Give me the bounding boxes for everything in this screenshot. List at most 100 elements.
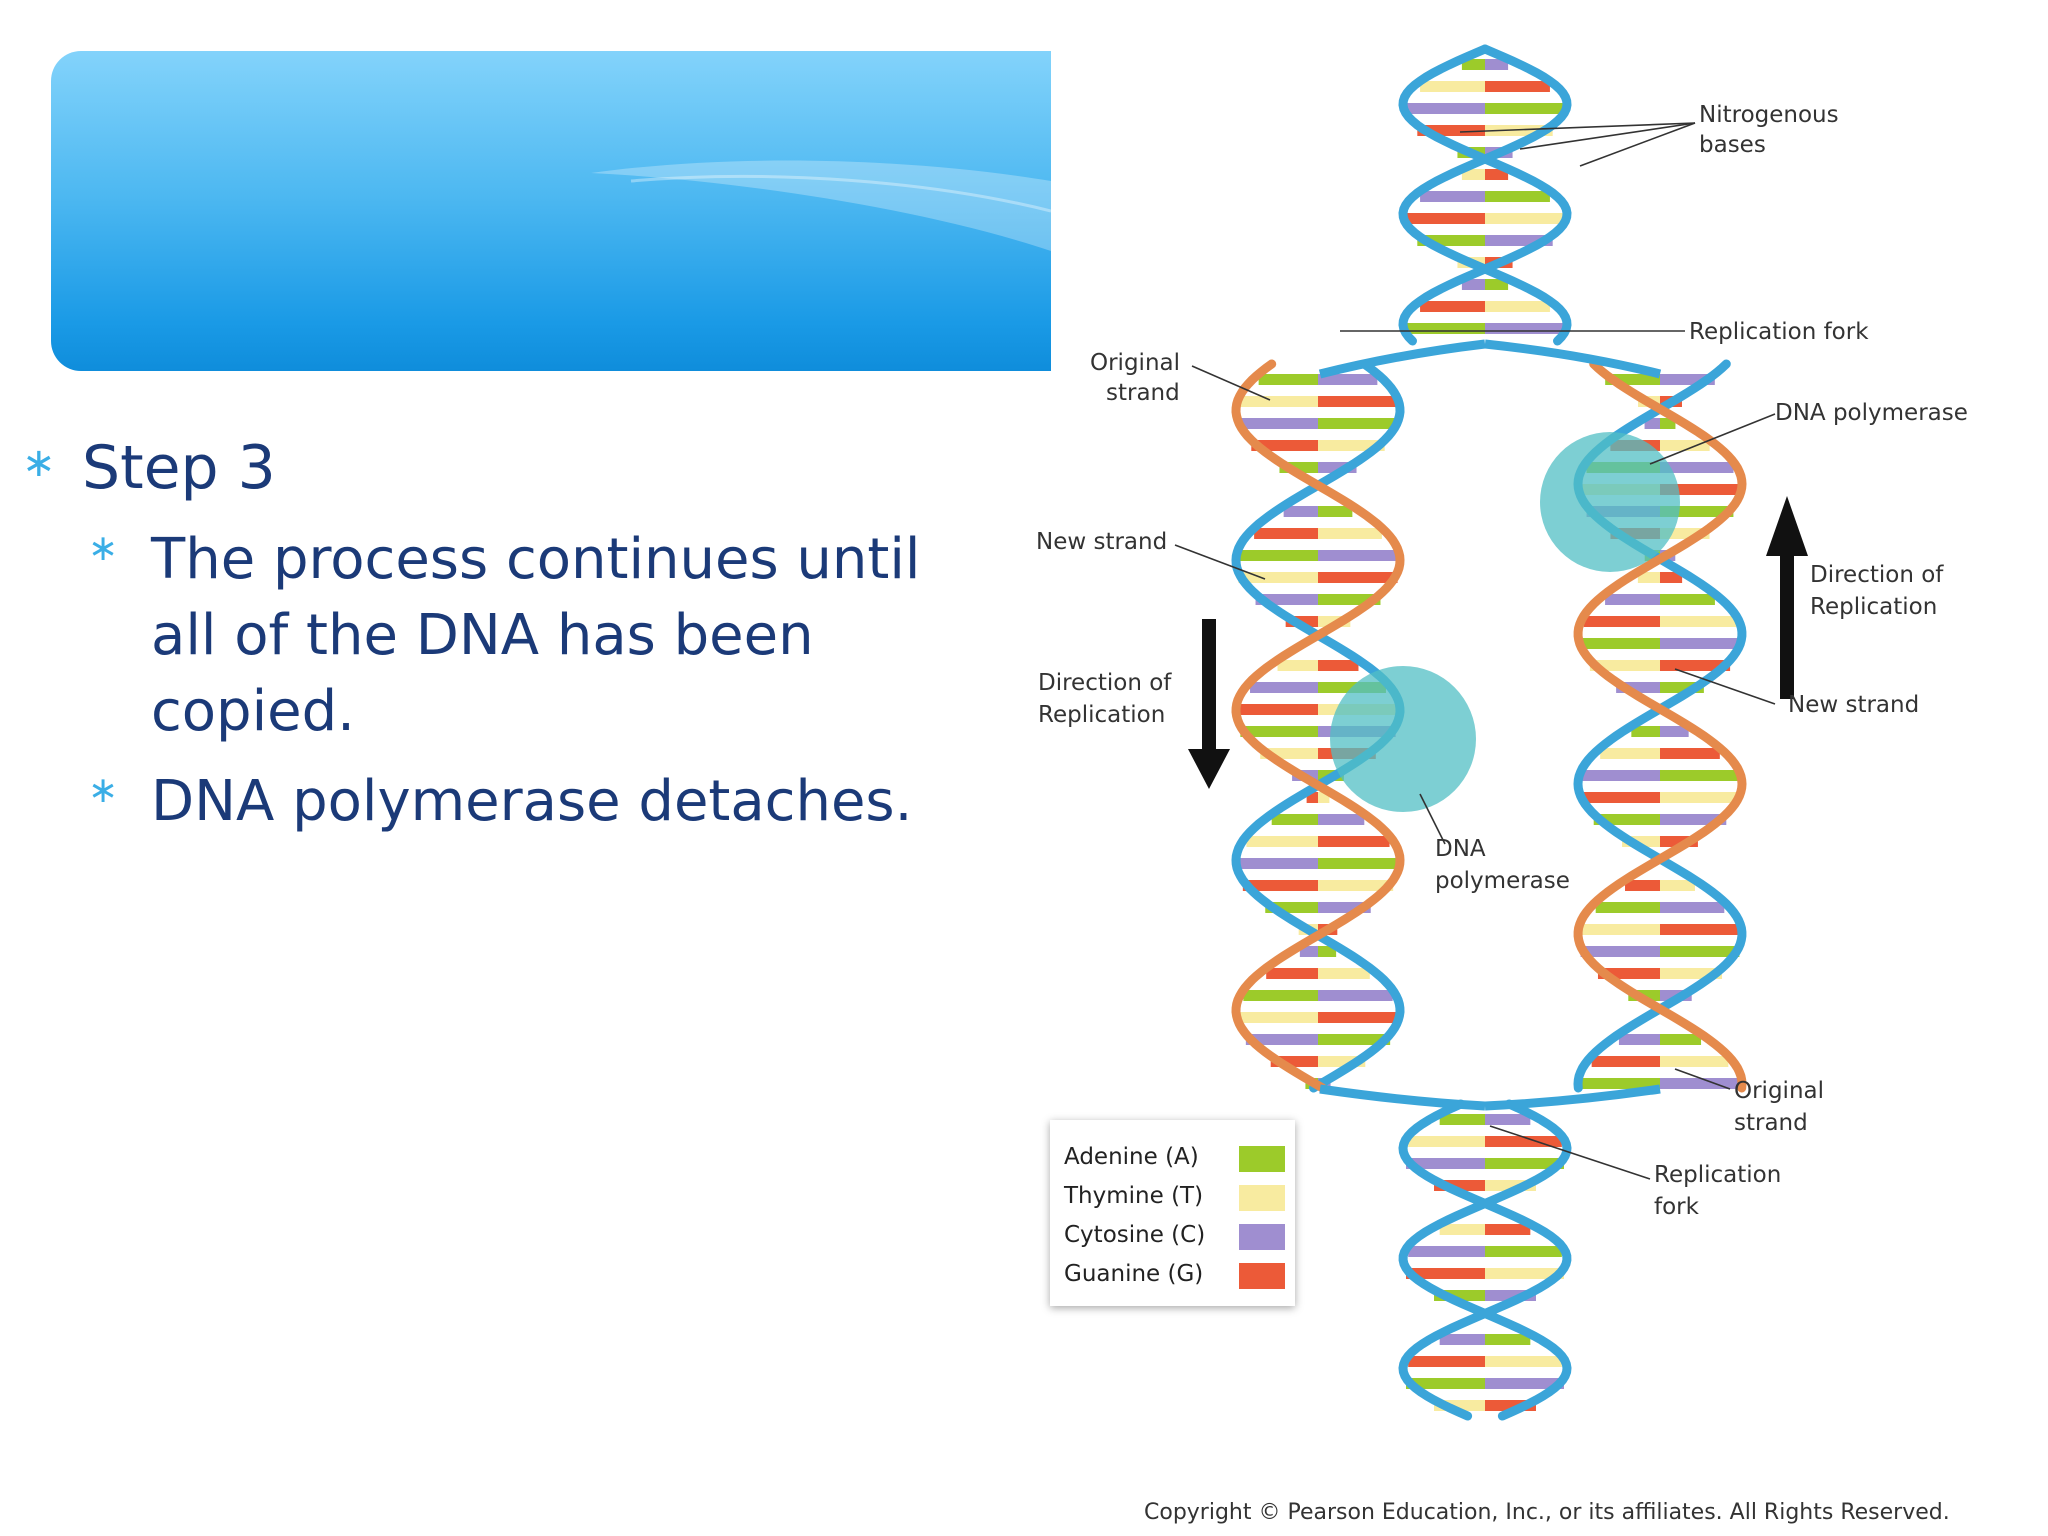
base-pair-rung [1279, 462, 1318, 473]
base-pair-rung [1255, 594, 1318, 605]
base-pair-rung [1660, 924, 1741, 935]
base-pair-rung [1461, 59, 1485, 70]
replication-fork-backbone [1319, 1084, 1486, 1111]
label-nitrogenous-bases: Nitrogenous [1699, 102, 1839, 128]
base-pair-rung [1420, 81, 1485, 92]
base-pair-rung [1318, 1056, 1366, 1067]
base-pair-rung [1485, 1158, 1564, 1169]
legend-swatch [1239, 1263, 1285, 1289]
base-pair-rung [1637, 572, 1660, 583]
base-pair-rung [1403, 213, 1485, 224]
base-pair-rung [1254, 528, 1318, 539]
base-pair-rung [1660, 726, 1689, 737]
base-pair-rung [1579, 792, 1660, 803]
base-pair-rung [1660, 462, 1734, 473]
base-pair-rung [1318, 594, 1381, 605]
label-original-strand: strand [1106, 380, 1180, 406]
original-strand-backbone [1398, 44, 1572, 346]
base-pair-rung [1318, 572, 1398, 583]
base-pair-rung [1258, 374, 1318, 385]
base-pair-rung [1434, 1400, 1485, 1411]
base-pair-rung [1439, 1114, 1485, 1125]
legend-label: Guanine (G) [1064, 1261, 1204, 1287]
base-pair-rung [1660, 814, 1727, 825]
dna-polymerase-sphere-right [1540, 432, 1680, 572]
direction-arrow-up-icon [1766, 496, 1808, 699]
base-pair-rung [1277, 660, 1318, 671]
bullet-step: ∗ Step 3 [22, 428, 982, 508]
base-pair-rung [1660, 792, 1741, 803]
base-pair-rung [1660, 484, 1742, 495]
base-pair-rung [1420, 301, 1485, 312]
base-pair-rung [1434, 1290, 1485, 1301]
legend-swatch [1239, 1224, 1285, 1250]
base-pair-rung [1660, 374, 1715, 385]
base-pair-rung [1660, 1056, 1729, 1067]
base-pair-rung [1318, 1034, 1391, 1045]
base-pair-rung [1417, 235, 1485, 246]
base-pair-rung [1660, 572, 1683, 583]
label-dna-polymerase: DNA polymerase [1775, 400, 1968, 426]
label-replication-fork: Replication fork [1689, 319, 1869, 345]
base-pair-rung [1581, 770, 1660, 781]
replication-fork-backbone [1318, 339, 1486, 379]
base-pair-rung [1408, 1356, 1485, 1367]
base-pair-rung [1660, 506, 1734, 517]
base-pair-rung [1485, 1334, 1531, 1345]
base-pair-rung [1485, 1400, 1536, 1411]
base-pair-rung [1485, 81, 1550, 92]
base-pair-rung [1485, 213, 1567, 224]
base-pair-rung [1240, 726, 1318, 737]
base-pair-rung [1485, 1378, 1564, 1389]
base-pair-rung [1485, 235, 1553, 246]
base-pair-rung [1406, 1158, 1485, 1169]
base-pair-rung [1283, 506, 1318, 517]
legend-row-thymine: Thymine (T) [1064, 1179, 1285, 1215]
base-pair-rung [1660, 902, 1725, 913]
base-pair-rung [1660, 682, 1704, 693]
base-pair-rung [1318, 836, 1390, 847]
base-pair-rung [1318, 902, 1371, 913]
base-pair-rung [1660, 440, 1710, 451]
base-pair-rung [1485, 323, 1567, 334]
label-original-strand: strand [1734, 1110, 1808, 1136]
base-pair-rung [1485, 1114, 1531, 1125]
original-strand-backbone [1398, 1099, 1572, 1421]
base-pair-rung [1618, 1034, 1660, 1045]
label-replication-fork: fork [1654, 1194, 1700, 1220]
base-pair-rung [1616, 682, 1660, 693]
direction-arrow-down-icon [1188, 619, 1230, 789]
base-pair-rung [1318, 1012, 1400, 1023]
sub-bullet-star-icon: ∗ [88, 770, 119, 811]
base-pair-rung [1485, 1290, 1536, 1301]
base-pair-rung [1270, 1056, 1318, 1067]
base-pair-rung [1318, 396, 1397, 407]
step-heading: Step 3 [82, 433, 276, 503]
base-pair-rung [1485, 59, 1509, 70]
base-pair-rung [1318, 814, 1365, 825]
base-pair-rung [1306, 792, 1318, 803]
sub-bullet-text: DNA polymerase detaches. [151, 769, 913, 834]
base-pair-rung [1237, 418, 1318, 429]
base-pair-rung [1318, 528, 1382, 539]
base-pair-rung [1245, 1034, 1318, 1045]
base-pair-rung [1239, 396, 1318, 407]
base-pair-rung [1485, 1246, 1562, 1257]
base-pair-rung [1579, 924, 1660, 935]
base-pair-rung [1597, 968, 1660, 979]
sub-bullet: ∗ DNA polymerase detaches. [22, 764, 982, 840]
base-pair-rung [1583, 616, 1660, 627]
base-pair-rung [1439, 1334, 1485, 1345]
base-pair-rung [1625, 880, 1660, 891]
label-original-strand: Original [1734, 1078, 1824, 1104]
base-pair-rung [1251, 440, 1318, 451]
bullet-list: ∗ Step 3 ∗ The process continues until a… [22, 428, 982, 840]
base-pair-rung [1243, 990, 1318, 1001]
bullet-star-icon: ∗ [22, 440, 56, 486]
label-direction-of-replication: Replication [1038, 702, 1165, 728]
base-pair-rung [1660, 748, 1720, 759]
legend-label: Cytosine (C) [1064, 1222, 1206, 1248]
base-pair-rung [1417, 125, 1485, 136]
base-pair-rung [1439, 1224, 1485, 1235]
label-original-strand: Original [1090, 350, 1180, 376]
